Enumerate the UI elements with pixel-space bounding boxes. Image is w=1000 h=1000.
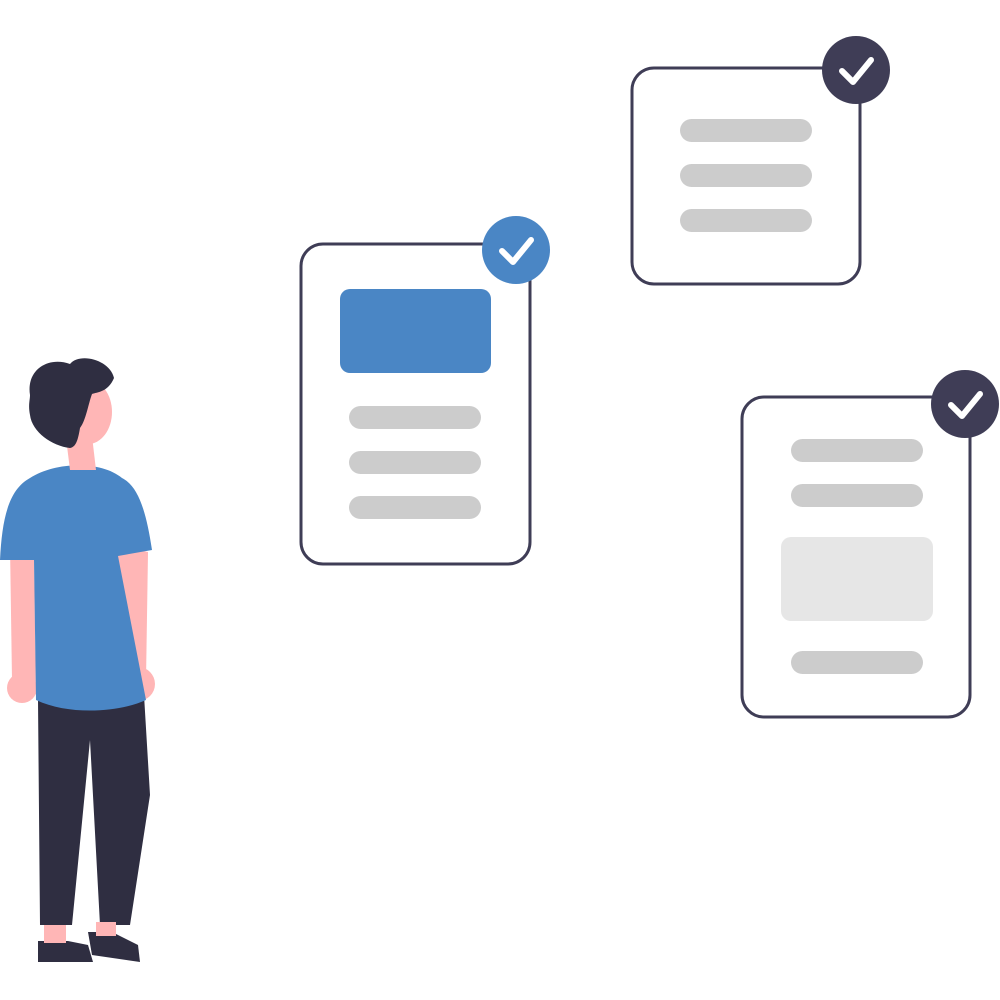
check-icon [839,57,874,85]
check-badge-circle [822,36,890,104]
card-left-image-block [340,289,491,373]
card-top-right-line-1 [680,119,812,142]
card-left [299,216,550,566]
card-bottom-right-line-3 [791,651,923,674]
card-top-right-line-3 [680,209,812,232]
person-shirt [0,465,152,711]
person-hand-left [7,673,37,703]
card-bottom-right [740,370,999,719]
card-bottom-right-line-1 [791,439,923,462]
person-ankle-left [44,925,66,943]
person-illustration [0,358,155,962]
check-icon [948,391,983,419]
card-bottom-right-line-2 [791,484,923,507]
card-left-line-2 [349,451,481,474]
check-badge-circle [482,216,550,284]
card-top-right-line-2 [680,164,812,187]
check-badge-circle [931,370,999,438]
person-arm-left [10,545,36,700]
card-bottom-right-check-badge [931,370,999,438]
person-pants [38,695,150,925]
person-hair [29,358,114,448]
card-top-right-check-badge [822,36,890,104]
check-icon [499,237,534,265]
card-left-line-1 [349,406,481,429]
card-left-line-3 [349,496,481,519]
person-ankle-right [96,922,116,936]
card-left-check-badge [482,216,550,284]
card-bottom-right-image-block [781,537,933,621]
card-top-right [630,36,890,286]
person-shoes [38,932,140,962]
